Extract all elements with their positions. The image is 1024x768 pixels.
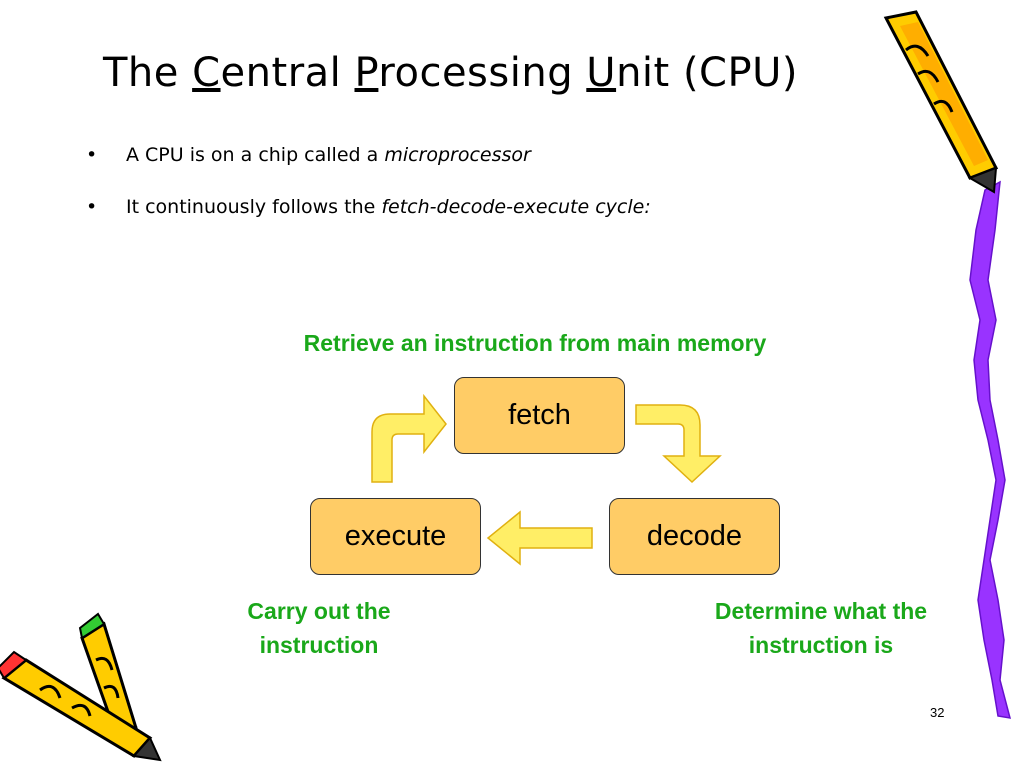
purple-ribbon-decoration: [969, 180, 1012, 719]
bullet-emphasis: microprocessor: [384, 144, 531, 166]
pencil-icon: [0, 650, 162, 762]
fetch-box: fetch: [454, 377, 625, 454]
pencil-icon: [883, 10, 999, 194]
title-letter-u: U: [586, 50, 617, 96]
title-processing: rocessing: [378, 50, 587, 96]
title-prefix: The: [103, 50, 193, 96]
execute-description-line2: instruction: [259, 632, 379, 658]
bullet-item: • It continuously follows the fetch-deco…: [86, 196, 651, 248]
title-unit: nit (CPU): [616, 50, 798, 96]
arrow-decode-to-execute: [486, 510, 593, 566]
decode-description-line1: Determine what the: [714, 598, 928, 624]
decode-description: Determine what the instruction is: [680, 594, 962, 662]
bullet-text: A CPU is on a chip called a: [126, 144, 385, 166]
bullet-item: • A CPU is on a chip called a microproce…: [86, 144, 651, 196]
decode-description-line2: instruction is: [748, 632, 894, 658]
execute-description-line1: Carry out the: [247, 598, 391, 624]
title-letter-c: C: [192, 50, 221, 96]
bullet-marker: •: [86, 144, 98, 166]
fetch-description: Retrieve an instruction from main memory: [303, 330, 767, 356]
slide-title: The Central Processing Unit (CPU): [103, 50, 798, 96]
title-central: entral: [220, 50, 355, 96]
bullet-emphasis: fetch-decode-execute cycle:: [381, 196, 651, 218]
bullet-list: • A CPU is on a chip called a microproce…: [86, 144, 651, 248]
bullet-marker: •: [86, 196, 98, 218]
execute-box: execute: [310, 498, 481, 575]
arrow-execute-to-fetch: [371, 393, 447, 483]
title-letter-p: P: [354, 50, 379, 96]
page-number: 32: [930, 705, 945, 720]
decode-box: decode: [609, 498, 780, 575]
execute-description: Carry out the instruction: [214, 594, 424, 662]
bullet-text: It continuously follows the: [126, 196, 382, 218]
arrow-fetch-to-decode: [635, 404, 722, 484]
